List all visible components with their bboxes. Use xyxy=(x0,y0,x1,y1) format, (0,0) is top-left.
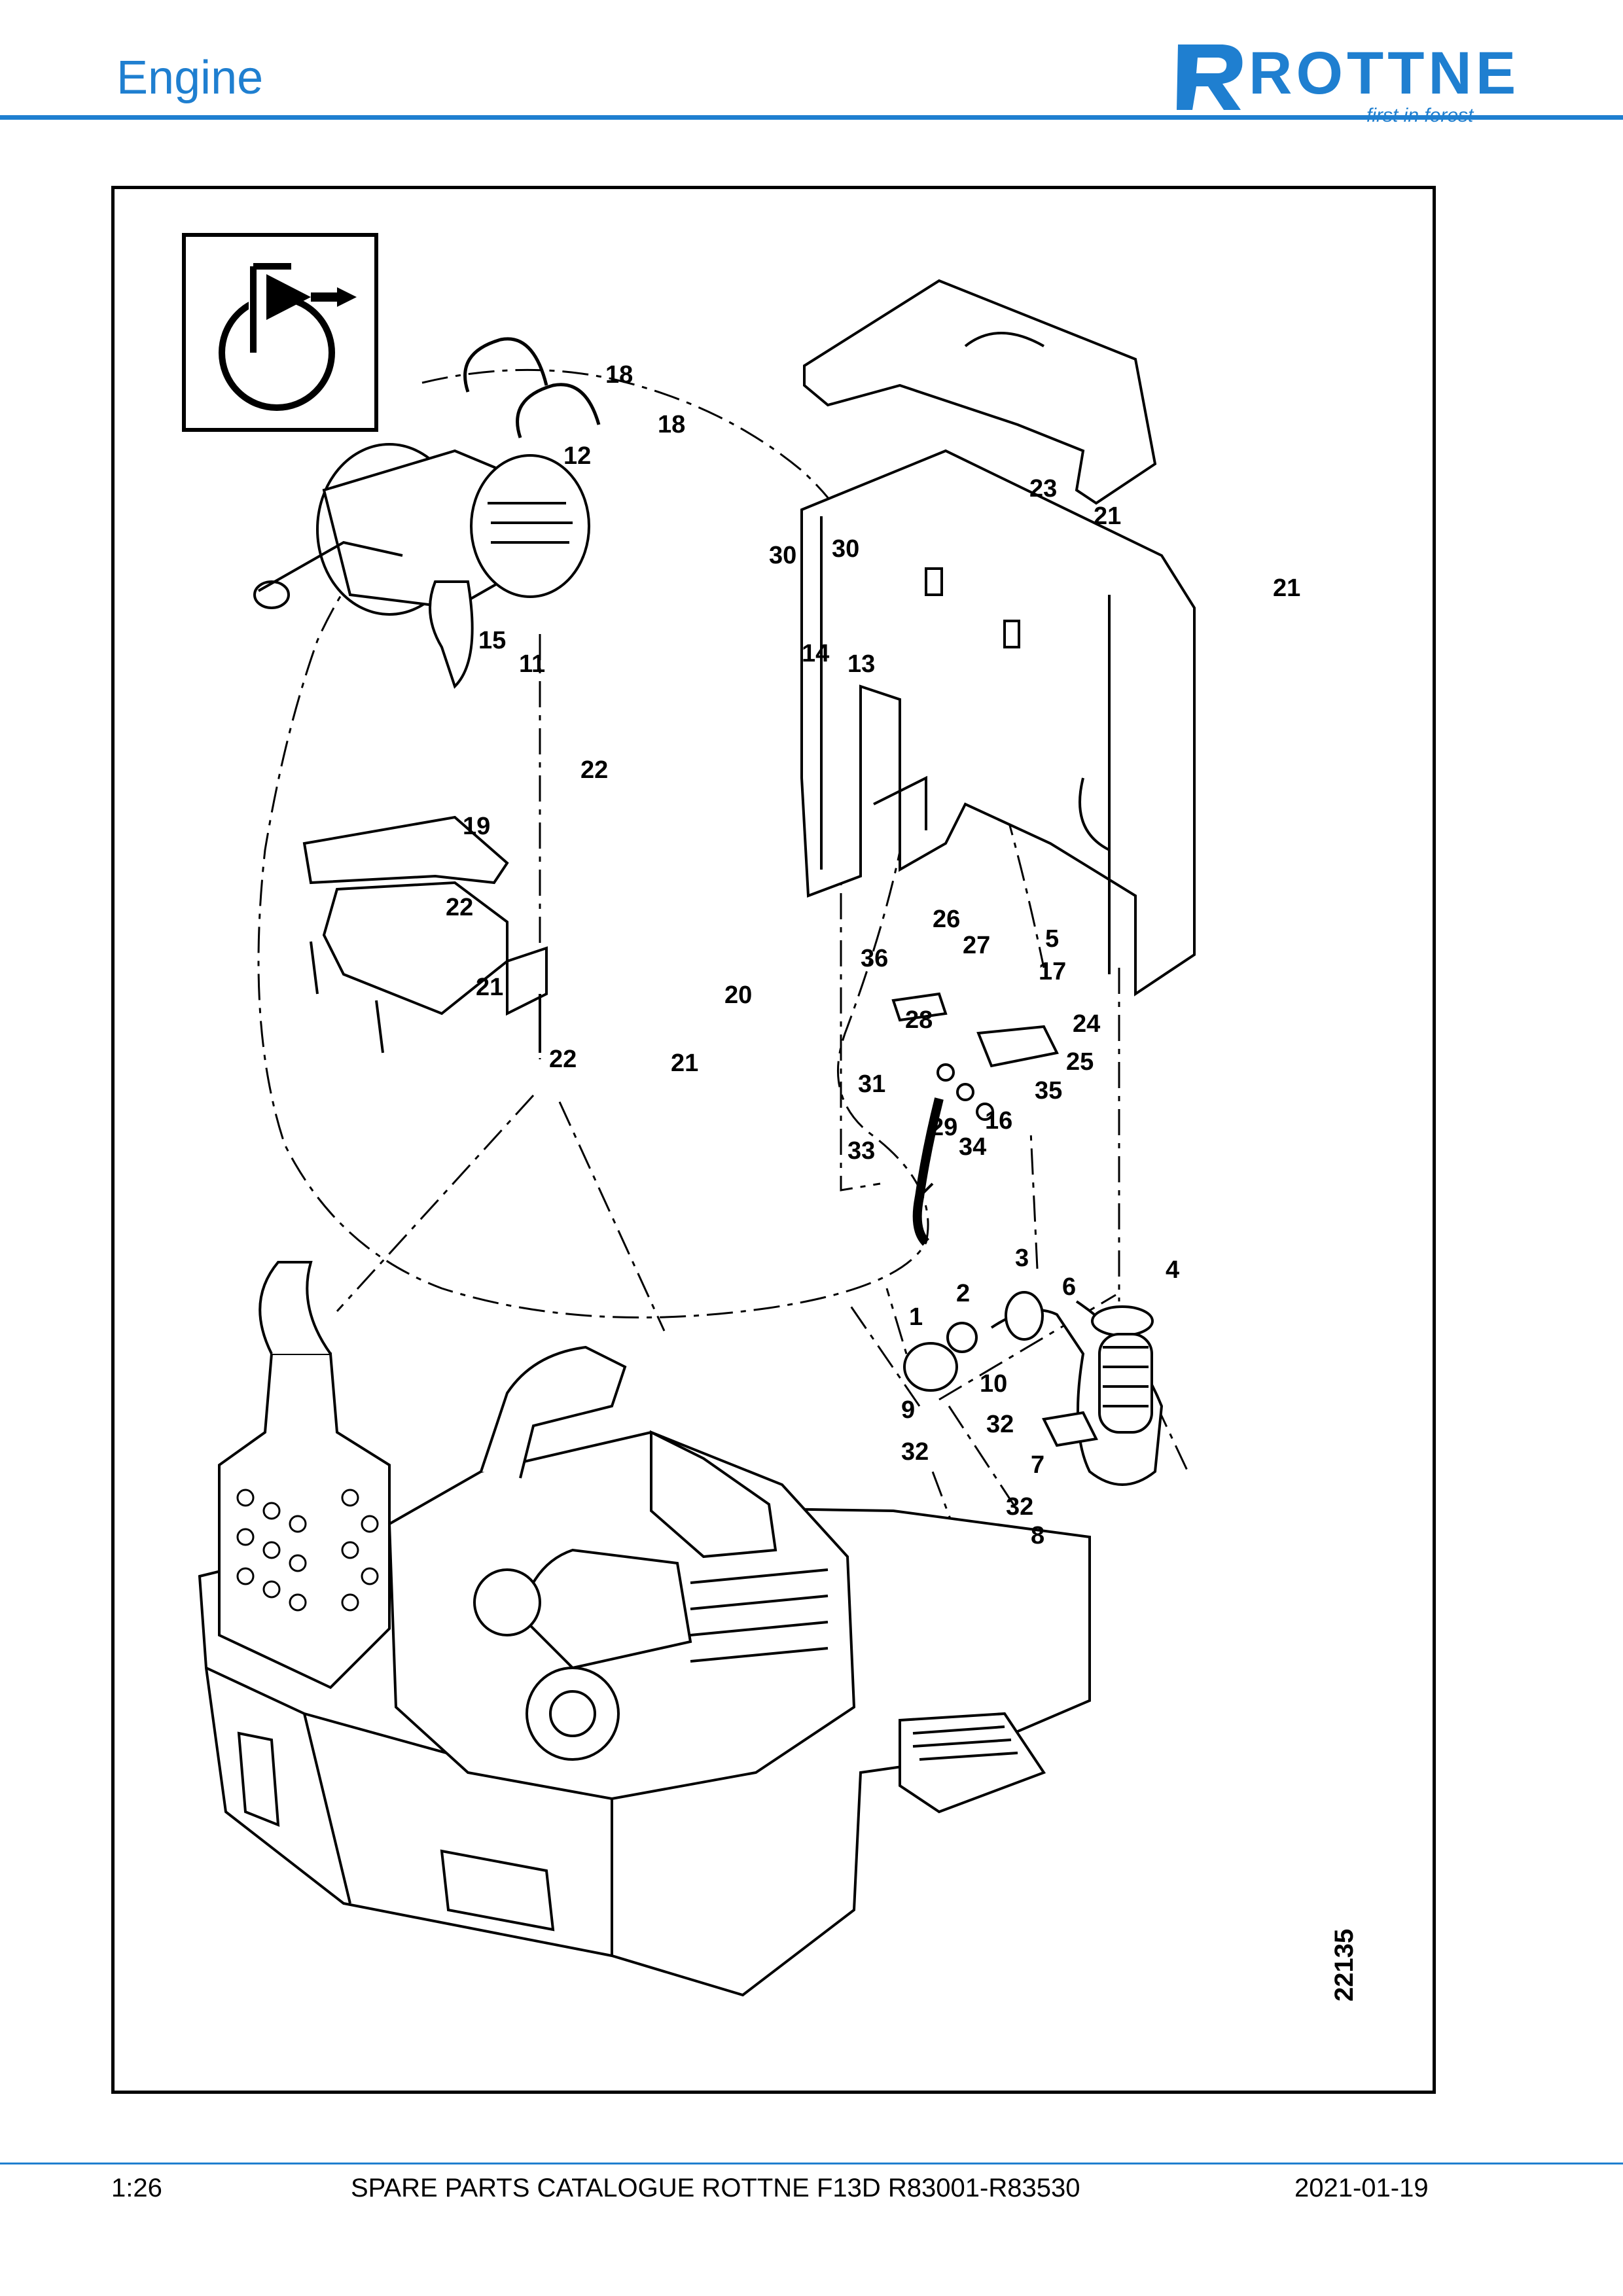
callout-labels: 18 18 12 23 21 21 30 30 15 11 14 13 22 1… xyxy=(446,361,1300,1549)
header-rule xyxy=(0,115,1623,120)
callout-label: 26 xyxy=(933,906,960,933)
engine-hood-part xyxy=(803,279,1157,505)
callout-label: 32 xyxy=(901,1438,929,1466)
callout-label: 36 xyxy=(861,945,888,972)
callout-label: 29 xyxy=(930,1114,957,1141)
callout-label: 19 xyxy=(463,813,490,840)
page-number: 1:26 xyxy=(111,2174,162,2202)
callout-label: 10 xyxy=(980,1370,1007,1398)
catalogue-date: 2021-01-19 xyxy=(1294,2174,1429,2202)
callout-label: 21 xyxy=(671,1050,698,1077)
callout-label: 21 xyxy=(1273,574,1300,602)
callout-label: 13 xyxy=(847,650,875,678)
drawing-number: 22135 xyxy=(1330,1929,1359,2002)
callout-label: 21 xyxy=(1094,503,1121,530)
callout-label: 1 xyxy=(909,1303,923,1331)
callout-label: 32 xyxy=(986,1411,1014,1438)
rottne-r-mark-icon xyxy=(1177,44,1243,110)
callout-label: 18 xyxy=(658,411,685,438)
callout-label: 7 xyxy=(1031,1451,1044,1479)
assembly-connector-lines xyxy=(257,368,1189,1629)
charge-air-pipes-part xyxy=(903,1291,1164,1486)
page-title: Engine xyxy=(116,52,264,104)
diagram-frame: 18 18 12 23 21 21 30 30 15 11 14 13 22 1… xyxy=(111,186,1436,2094)
callout-label: 11 xyxy=(519,650,545,678)
engine-symbol-icon xyxy=(182,233,378,432)
callout-label: 34 xyxy=(959,1133,986,1161)
callout-label: 30 xyxy=(769,542,796,569)
callout-label: 28 xyxy=(905,1006,933,1034)
callout-label: 24 xyxy=(1073,1010,1100,1038)
callout-label: 18 xyxy=(605,361,633,389)
footer-rule xyxy=(0,2163,1623,2164)
callout-label: 22 xyxy=(446,894,473,921)
air-cleaner-part xyxy=(253,443,590,689)
callout-label: 14 xyxy=(802,640,829,667)
callout-label: 23 xyxy=(1029,475,1057,503)
bulkhead-panel-part xyxy=(800,449,1196,997)
callout-label: 31 xyxy=(858,1070,885,1098)
callout-label: 5 xyxy=(1045,925,1059,953)
callout-label: 9 xyxy=(901,1396,915,1424)
support-brackets-part xyxy=(302,815,548,1053)
callout-label: 3 xyxy=(1015,1245,1029,1272)
callout-label: 6 xyxy=(1062,1273,1076,1301)
callout-label: 30 xyxy=(832,535,859,563)
callout-label: 22 xyxy=(580,756,608,784)
callout-label: 22 xyxy=(549,1046,577,1073)
callout-label: 27 xyxy=(963,932,990,959)
callout-label: 12 xyxy=(563,442,591,470)
exploded-parts-diagram: 18 18 12 23 21 21 30 30 15 11 14 13 22 1… xyxy=(182,233,1359,2002)
sensor-fittings-part xyxy=(891,992,1059,1246)
catalogue-title: SPARE PARTS CATALOGUE ROTTNE F13D R83001… xyxy=(351,2174,1080,2202)
callout-label: 16 xyxy=(985,1107,1012,1135)
callout-label: 25 xyxy=(1066,1048,1094,1076)
engine-and-frame-part xyxy=(198,1261,1091,1997)
callout-label: 32 xyxy=(1006,1493,1033,1521)
callout-label: 35 xyxy=(1035,1077,1062,1104)
callout-label: 21 xyxy=(476,974,503,1001)
callout-label: 8 xyxy=(1031,1522,1044,1549)
callout-label: 15 xyxy=(478,627,506,654)
callout-label: 4 xyxy=(1166,1256,1179,1284)
callout-label: 2 xyxy=(956,1280,970,1307)
strap-clamps-part xyxy=(463,337,601,438)
callout-label: 17 xyxy=(1039,958,1066,985)
callout-label: 20 xyxy=(724,981,752,1009)
brand-logo: ROTTNE first in forest xyxy=(1171,37,1516,126)
callout-label: 33 xyxy=(847,1137,875,1165)
brand-name: ROTTNE xyxy=(1249,40,1520,107)
